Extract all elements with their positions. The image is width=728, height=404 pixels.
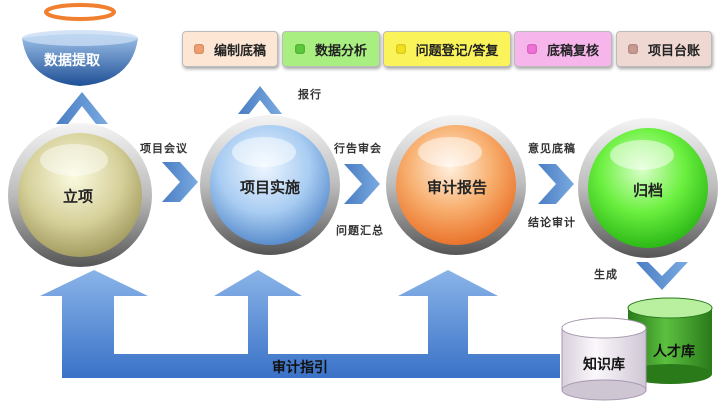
refresh-ring-icon bbox=[44, 3, 116, 21]
db-label-rencai: 人才库 bbox=[653, 344, 695, 360]
chevron-3 bbox=[538, 164, 574, 204]
tag-fuhe: 底稿复核 bbox=[514, 31, 612, 67]
node-shishi bbox=[200, 115, 340, 255]
source-label: 数据提取 bbox=[44, 53, 100, 69]
node-guidang bbox=[578, 118, 718, 258]
tag-dot bbox=[193, 44, 204, 54]
node-label-shishi: 项目实施 bbox=[239, 178, 301, 197]
up-arrow-tags bbox=[238, 86, 282, 114]
flow-label-3-bottom: 结论审计 bbox=[528, 216, 576, 229]
tag-taizhang: 项目台账 bbox=[616, 31, 712, 67]
chevron-2 bbox=[344, 164, 380, 204]
node-baogao bbox=[386, 115, 526, 255]
tag-dot bbox=[627, 44, 638, 54]
flow-label-2-top: 行告审会 bbox=[334, 142, 382, 155]
chevron-1 bbox=[162, 162, 198, 202]
down-arrow-archive bbox=[636, 262, 688, 290]
up-arrow-source bbox=[56, 92, 108, 124]
node-label-guidang: 归档 bbox=[632, 181, 664, 200]
flow-label-3-top: 意见底稿 bbox=[528, 142, 576, 155]
flow-label-top-small: 报行 bbox=[298, 88, 322, 101]
tag-bianzhi: 编制底稿 bbox=[182, 31, 278, 67]
tag-dot bbox=[526, 44, 537, 54]
db-label-zhishi: 知识库 bbox=[583, 357, 625, 373]
tag-wenti: 问题登记/答复 bbox=[383, 31, 511, 67]
node-lixiang bbox=[8, 123, 152, 267]
flow-label-1-top: 项目会议 bbox=[140, 142, 188, 155]
guide-feedback-arrow bbox=[40, 270, 560, 378]
source-bowl bbox=[22, 34, 138, 86]
flow-label-4-side: 生成 bbox=[594, 268, 618, 281]
tag-dot bbox=[294, 44, 305, 54]
flow-label-2-bottom: 问题汇总 bbox=[336, 224, 384, 237]
tag-dot bbox=[395, 44, 406, 54]
node-label-lixiang: 立项 bbox=[62, 187, 94, 206]
tag-shuju: 数据分析 bbox=[282, 31, 380, 67]
guide-label: 审计指引 bbox=[272, 360, 328, 376]
node-label-baogao: 审计报告 bbox=[426, 178, 488, 197]
db-zhishi bbox=[561, 317, 647, 401]
